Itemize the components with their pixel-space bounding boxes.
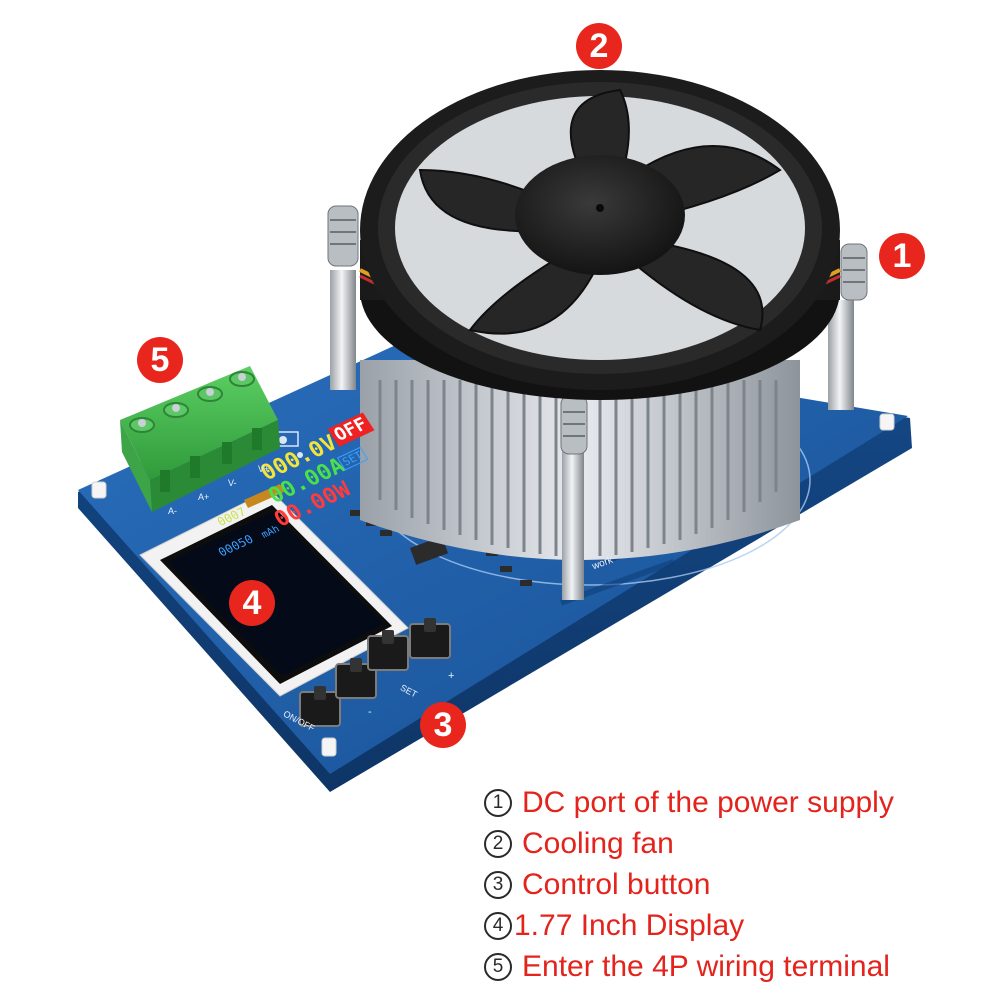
legend-text: Cooling fan xyxy=(522,826,674,860)
callout-badge-3: 3 xyxy=(420,702,466,748)
legend-number: 5 xyxy=(484,952,512,981)
legend-item: 5 Enter the 4P wiring terminal xyxy=(484,946,996,987)
mounting-posts xyxy=(327,205,868,600)
legend-text: DC port of the power supply xyxy=(522,785,894,819)
legend-number: 4 xyxy=(484,911,512,940)
legend-text: Enter the 4P wiring terminal xyxy=(522,949,890,983)
terminal-pin-2: A+ xyxy=(198,492,210,502)
feature-legend: 1 DC port of the power supply 2 Cooling … xyxy=(484,782,996,987)
callout-badge-1: 1 xyxy=(879,233,925,279)
legend-item: 4 1.77 Inch Display xyxy=(484,905,996,946)
legend-item: 3 Control button xyxy=(484,864,996,905)
lcd-unit: mAh xyxy=(259,523,282,541)
wiring-terminal xyxy=(120,366,280,512)
legend-number: 3 xyxy=(484,870,512,899)
control-buttons xyxy=(299,618,451,727)
legend-item: 1 DC port of the power supply xyxy=(484,782,996,823)
cooling-fan xyxy=(359,70,841,400)
lcd-energy: 00050 xyxy=(215,532,256,560)
legend-number: 2 xyxy=(484,829,512,858)
terminal-pin-3: V- xyxy=(228,478,237,488)
legend-text: 1.77 Inch Display xyxy=(514,908,745,942)
lcd-module xyxy=(139,484,409,697)
terminal-pin-4: V+ xyxy=(258,464,270,474)
button-label-plus: + xyxy=(448,670,455,682)
callout-badge-4: 4 xyxy=(229,580,275,626)
legend-number: 1 xyxy=(484,788,512,817)
button-label-minus: - xyxy=(368,706,372,718)
legend-item: 2 Cooling fan xyxy=(484,823,996,864)
legend-text: Control button xyxy=(522,867,711,901)
lcd-capacity: 0007 xyxy=(214,504,249,529)
terminal-pin-1: A- xyxy=(168,506,177,516)
callout-badge-2: 2 xyxy=(576,23,622,69)
callout-badge-5: 5 xyxy=(137,337,183,383)
